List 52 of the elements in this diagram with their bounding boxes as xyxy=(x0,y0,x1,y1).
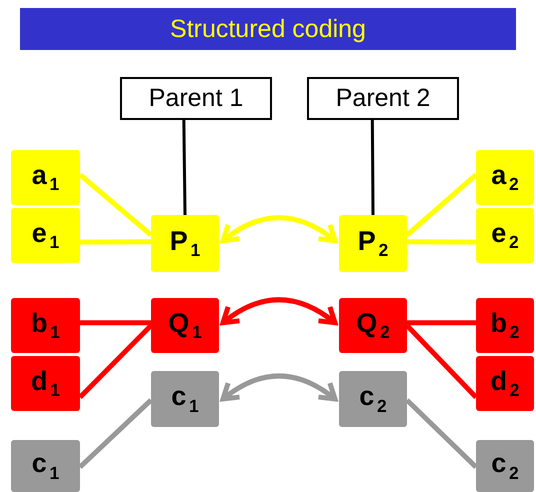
gene-box xyxy=(339,298,407,353)
double-headed-arrow xyxy=(220,374,338,402)
box-label: Q$_{2}$ xyxy=(356,308,390,344)
connector-line xyxy=(80,320,151,326)
gene-box xyxy=(11,356,80,411)
connector-line xyxy=(407,320,476,326)
connector-line xyxy=(370,120,374,216)
connector-line xyxy=(78,324,153,399)
box-label: P$_{2}$ xyxy=(358,226,388,262)
connector-line xyxy=(80,239,151,245)
gene-box xyxy=(151,298,219,353)
title-banner: Structured coding xyxy=(20,8,516,50)
gene-box xyxy=(151,215,219,272)
box-label: c$_{2}$ xyxy=(491,448,519,484)
gene-box xyxy=(339,215,407,272)
connector-line xyxy=(78,172,153,237)
connector-line xyxy=(405,324,478,399)
box-label: e$_{2}$ xyxy=(491,218,519,254)
gene-box xyxy=(11,440,80,492)
gene-box xyxy=(11,208,80,263)
gene-box xyxy=(476,298,534,353)
connector-line xyxy=(405,172,478,237)
gene-box xyxy=(11,298,80,353)
double-headed-arrow xyxy=(220,215,338,244)
gene-box xyxy=(476,356,534,411)
box-label: d$_{1}$ xyxy=(31,366,60,402)
box-label: Parent 1 xyxy=(148,84,244,113)
connector-line xyxy=(405,398,478,469)
connector-line xyxy=(78,398,153,469)
box-label: P$_{1}$ xyxy=(170,226,200,262)
box-label: a$_{2}$ xyxy=(491,160,519,196)
box-label: b$_{2}$ xyxy=(490,308,520,344)
parent-box xyxy=(307,77,459,120)
parent-box xyxy=(120,77,272,120)
gene-box xyxy=(151,371,219,427)
connector-line xyxy=(182,120,186,216)
gene-box xyxy=(476,150,534,205)
gene-box xyxy=(11,150,80,205)
box-label: c$_{2}$ xyxy=(359,381,387,417)
box-label: Q$_{1}$ xyxy=(168,308,202,344)
box-label: b$_{1}$ xyxy=(31,308,60,344)
box-label: a$_{1}$ xyxy=(32,160,60,196)
box-label: Parent 2 xyxy=(336,84,430,113)
box-label: e$_{1}$ xyxy=(32,218,60,254)
box-label: c$_{1}$ xyxy=(171,381,199,417)
double-headed-arrow xyxy=(220,297,338,326)
gene-box xyxy=(476,440,534,492)
gene-box xyxy=(476,208,534,263)
box-label: c$_{1}$ xyxy=(32,448,60,484)
connector-line xyxy=(407,239,476,245)
gene-box xyxy=(339,371,407,427)
box-label: d$_{2}$ xyxy=(490,366,520,402)
